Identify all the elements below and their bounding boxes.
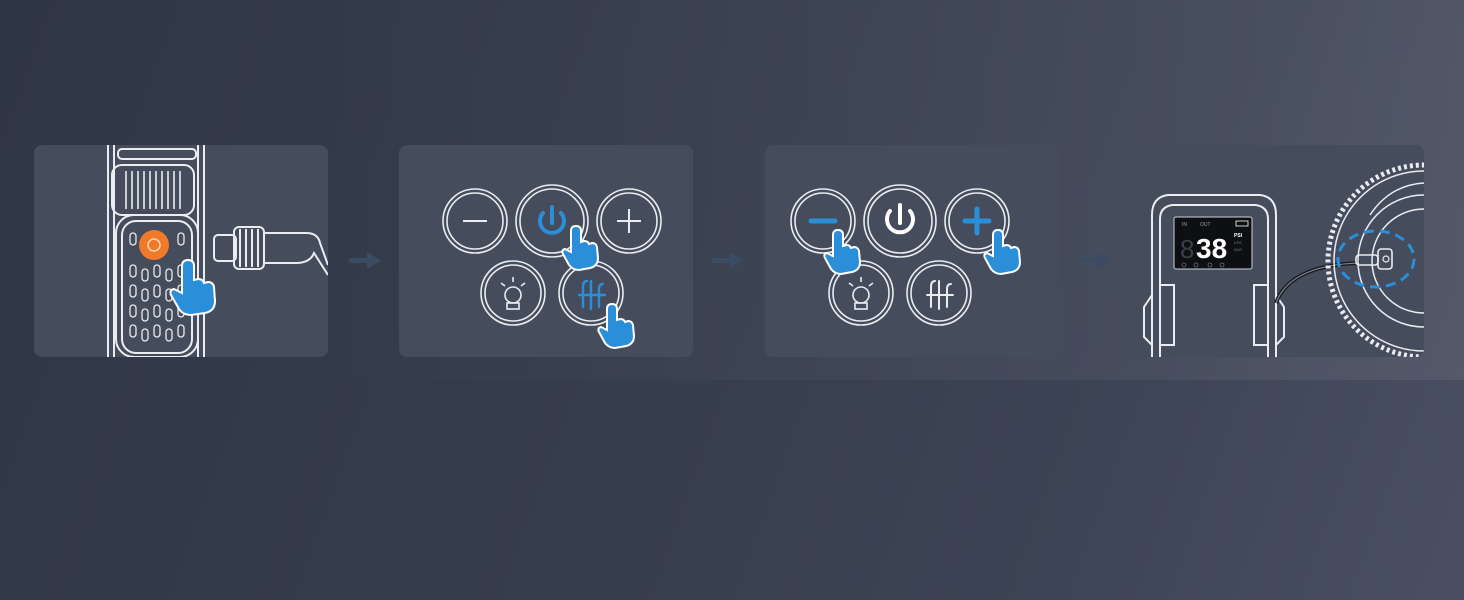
light-icon [500, 277, 526, 310]
battery-icon [1235, 220, 1249, 227]
lcd-reading: 38 [1196, 233, 1227, 264]
lcd-unit-bar: BAR [1234, 247, 1242, 252]
device-side-illustration [107, 145, 328, 357]
hand-pointer-icon [561, 224, 600, 272]
step-2-panel [399, 145, 693, 357]
arrow-right-icon [712, 252, 744, 269]
power-icon [885, 203, 915, 235]
hose-connector [213, 226, 328, 276]
valve-highlight [1336, 229, 1416, 289]
lcd-out-label: OUT [1200, 222, 1211, 228]
pressure-adjust-illustration [790, 184, 1022, 326]
arrow-right-icon [349, 252, 381, 269]
hand-pointer-icon [983, 228, 1022, 276]
mode-icon [926, 280, 954, 310]
light-icon [848, 277, 874, 310]
valve-connector [1355, 248, 1393, 270]
tire-wheel [1325, 162, 1424, 357]
plus-icon [617, 209, 641, 233]
lcd-in-label: IN [1182, 222, 1187, 228]
step-1-panel [34, 145, 328, 357]
hand-pointer-icon [597, 302, 636, 350]
lcd-mode-icons [1181, 262, 1225, 268]
step-3-panel [765, 145, 1059, 357]
inflator-device [1143, 194, 1285, 357]
lcd-unit-psi: PSI [1234, 233, 1243, 239]
mode-icon [577, 279, 607, 311]
inflate-tire-illustration: IN OUT 8 38 PSI KPA BAR [1143, 162, 1424, 357]
hand-pointer-icon [823, 228, 862, 276]
lcd-unit-kpa: KPA [1234, 240, 1242, 245]
lcd-display [1173, 216, 1253, 270]
arrow-right-icon [1079, 252, 1111, 269]
hand-pointer-icon [169, 258, 217, 317]
lcd-ghost-digit: 8 [1180, 234, 1194, 264]
plus-icon [962, 206, 992, 236]
control-buttons-illustration [442, 184, 662, 350]
power-icon [538, 205, 566, 235]
step-4-panel: IN OUT 8 38 PSI KPA BAR [1130, 145, 1424, 357]
power-button-orange [139, 230, 169, 260]
